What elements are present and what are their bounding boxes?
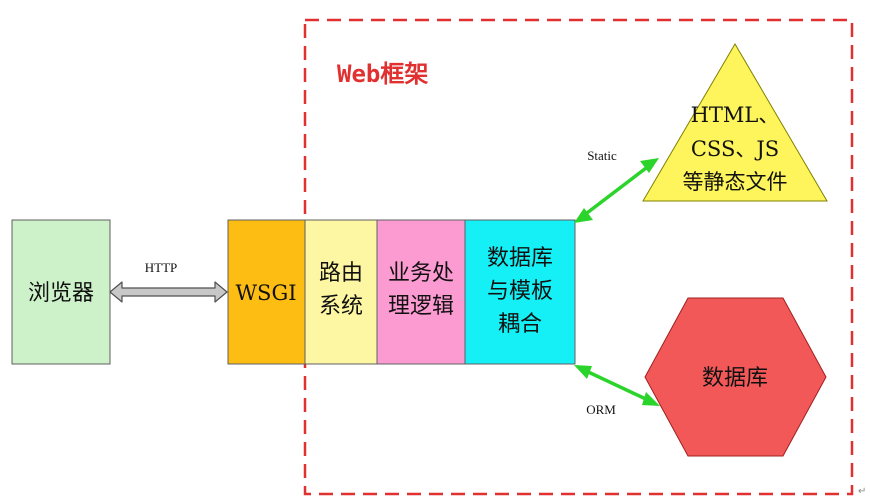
static-arrow	[574, 158, 659, 223]
business-logic-node	[376, 219, 466, 365]
coupling-label-line-3: 耦合	[498, 312, 542, 337]
static-files-label-line-1: HTML、	[691, 103, 780, 127]
coupling-label-line-2: 与模板	[487, 279, 553, 304]
orm-label: ORM	[586, 402, 616, 417]
static-files-triangle	[642, 43, 828, 202]
db-template-coupling-node	[464, 219, 576, 365]
static-files-label-line-3: 等静态文件	[683, 170, 788, 194]
browser-label: 浏览器	[28, 281, 94, 306]
orm-arrow	[574, 365, 660, 406]
wsgi-node	[227, 219, 306, 365]
routing-label-line-1: 路由	[319, 261, 363, 286]
http-label: HTTP	[145, 260, 178, 275]
coupling-label-line-1: 数据库	[487, 246, 553, 271]
database-hexagon	[644, 297, 827, 457]
routing-system-node	[304, 219, 378, 365]
database-label: 数据库	[702, 366, 768, 391]
paragraph-mark: ↵	[858, 486, 866, 497]
static-files-label-line-2: CSS、JS	[691, 137, 779, 161]
frame-title: Web框架	[337, 60, 428, 88]
browser-node	[11, 219, 111, 365]
business-label-line-1: 业务处	[388, 261, 454, 286]
wsgi-label: WSGI	[235, 281, 296, 305]
static-label: Static	[587, 148, 617, 163]
routing-label-line-2: 系统	[319, 294, 363, 319]
business-label-line-2: 理逻辑	[388, 294, 454, 319]
http-arrow	[109, 281, 228, 303]
